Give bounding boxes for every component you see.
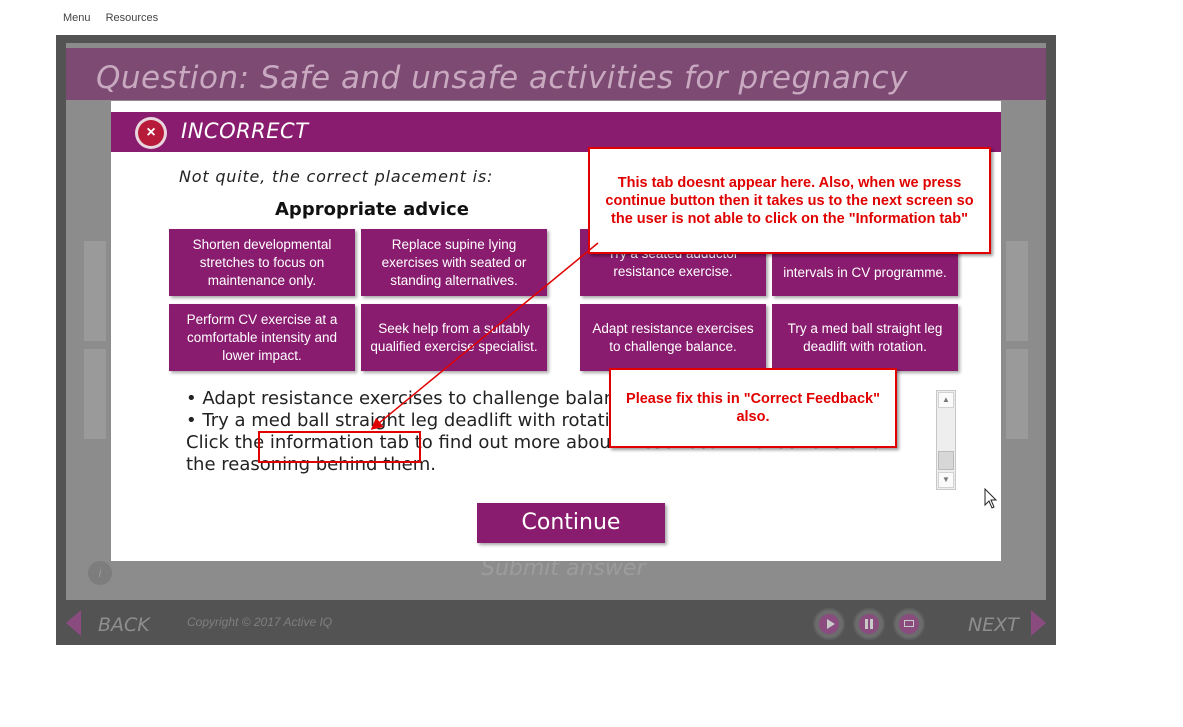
review-annotation-note: Please fix this in "Correct Feedback" al… xyxy=(609,368,897,448)
copyright-text: Copyright © 2017 Active IQ xyxy=(187,615,333,629)
column-heading: Appropriate advice xyxy=(275,199,469,220)
top-menu: Menu Resources xyxy=(63,12,170,24)
annotation-highlight-box xyxy=(258,431,421,463)
advice-card: Replace supine lying exercises with seat… xyxy=(361,229,547,296)
next-button[interactable]: NEXT xyxy=(968,614,1019,636)
close-icon: × xyxy=(135,117,167,149)
question-title: Question: Safe and unsafe activities for… xyxy=(96,60,908,96)
pause-button[interactable] xyxy=(853,608,885,640)
modal-title: INCORRECT xyxy=(181,119,309,143)
feedback-line: the reasoning behind them. xyxy=(186,454,436,475)
captions-button[interactable] xyxy=(893,608,925,640)
scroll-down-icon[interactable]: ▼ xyxy=(938,472,954,488)
modal-header: × INCORRECT xyxy=(111,112,1001,152)
background-drop-zone xyxy=(1006,241,1028,341)
advice-card: Perform CV exercise at a comfortable int… xyxy=(169,304,355,371)
advice-card: Try a med ball straight leg deadlift wit… xyxy=(772,304,958,371)
back-arrow-icon[interactable] xyxy=(66,610,81,636)
mouse-cursor-icon xyxy=(984,488,998,509)
advice-card: Adapt resistance exercises to challenge … xyxy=(580,304,766,371)
advice-card: Shorten developmental stretches to focus… xyxy=(169,229,355,296)
pause-icon xyxy=(859,614,879,634)
menu-link[interactable]: Menu xyxy=(63,12,91,24)
player-navbar: BACK Copyright © 2017 Active IQ NEXT xyxy=(56,600,1056,645)
scroll-thumb[interactable] xyxy=(938,451,954,470)
back-button[interactable]: BACK xyxy=(98,614,150,636)
next-arrow-icon[interactable] xyxy=(1031,610,1046,636)
advice-card: Seek help from a suitably qualified exer… xyxy=(361,304,547,371)
question-title-bar: Question: Safe and unsafe activities for… xyxy=(66,48,1046,100)
background-drop-zone xyxy=(84,241,106,341)
background-drop-zone xyxy=(84,349,106,439)
feedback-intro: Not quite, the correct placement is: xyxy=(179,167,494,186)
feedback-bullet: • Try a med ball straight leg deadlift w… xyxy=(186,410,638,431)
play-button[interactable] xyxy=(813,608,845,640)
captions-icon xyxy=(904,620,914,627)
feedback-scrollbar[interactable]: ▲ ▼ xyxy=(936,390,956,490)
info-icon[interactable]: i xyxy=(88,561,112,585)
feedback-bullet: • Adapt resistance exercises to challeng… xyxy=(186,388,642,409)
review-annotation-note: This tab doesnt appear here. Also, when … xyxy=(588,147,991,254)
scroll-up-icon[interactable]: ▲ xyxy=(938,392,954,408)
play-icon xyxy=(827,619,835,629)
resources-link[interactable]: Resources xyxy=(105,12,159,24)
continue-button[interactable]: Continue xyxy=(477,503,665,543)
background-drop-zone xyxy=(1006,349,1028,439)
